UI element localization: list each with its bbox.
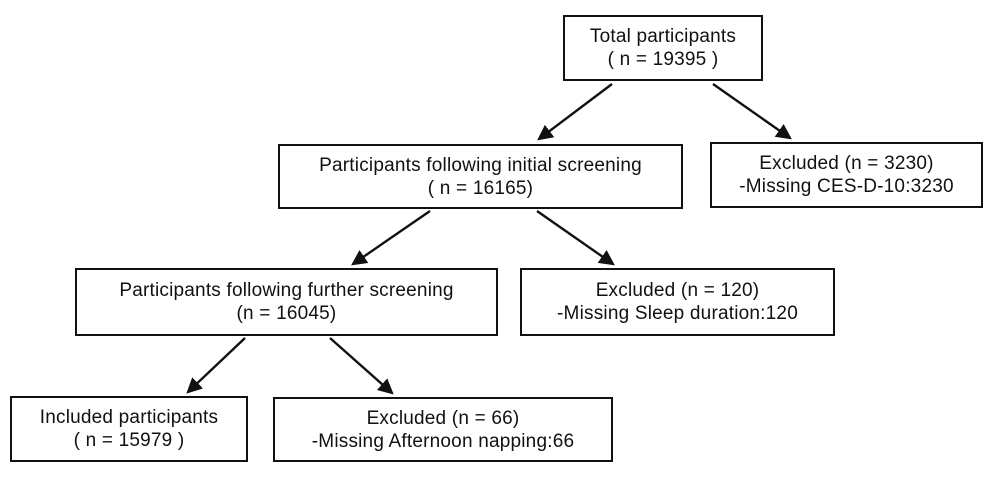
node-excluded-further-line2: -Missing Sleep duration:120 — [557, 303, 798, 324]
node-excluded-further-line1: Excluded (n = 120) — [595, 280, 760, 301]
node-excluded-final-line2: -Missing Afternoon napping:66 — [311, 430, 575, 452]
node-total-participants: Total participants ( n = 19395 ) — [563, 15, 763, 81]
node-excluded-missing-afternoon-napping: Excluded (n = 66) -Missing Afternoon nap… — [273, 397, 613, 462]
node-included-participants: Included participants ( n = 15979 ) — [10, 396, 248, 462]
arrow-total-to-initial — [537, 83, 613, 141]
node-further-line2: (n = 16045) — [236, 303, 337, 324]
arrow-further-to-excluded-66 — [329, 337, 394, 395]
node-initial-screening: Participants following initial screening… — [278, 144, 683, 209]
node-total-line2: ( n = 19395 ) — [607, 49, 719, 70]
node-included-line2: ( n = 15979 ) — [73, 430, 185, 451]
node-excluded-initial-line2: -Missing CES-D-10:3230 — [739, 176, 954, 197]
node-initial-line1: Participants following initial screening — [319, 154, 642, 176]
arrow-further-to-included — [186, 337, 246, 394]
node-excluded-initial-line1: Excluded (n = 3230) — [759, 153, 934, 174]
arrow-total-to-excluded-3230 — [712, 83, 792, 140]
arrow-initial-to-further — [351, 210, 431, 266]
node-excluded-missing-sleep-duration: Excluded (n = 120) -Missing Sleep durati… — [520, 268, 835, 336]
node-initial-line2: ( n = 16165) — [427, 177, 534, 199]
node-included-line1: Included participants — [39, 407, 219, 428]
node-excluded-missing-cesd10: Excluded (n = 3230) -Missing CES-D-10:32… — [710, 142, 983, 208]
node-total-line1: Total participants — [589, 26, 737, 47]
node-further-screening: Participants following further screening… — [75, 268, 498, 336]
node-further-line1: Participants following further screening — [119, 280, 454, 301]
node-excluded-final-line1: Excluded (n = 66) — [366, 407, 520, 429]
arrow-initial-to-excluded-120 — [536, 210, 615, 266]
